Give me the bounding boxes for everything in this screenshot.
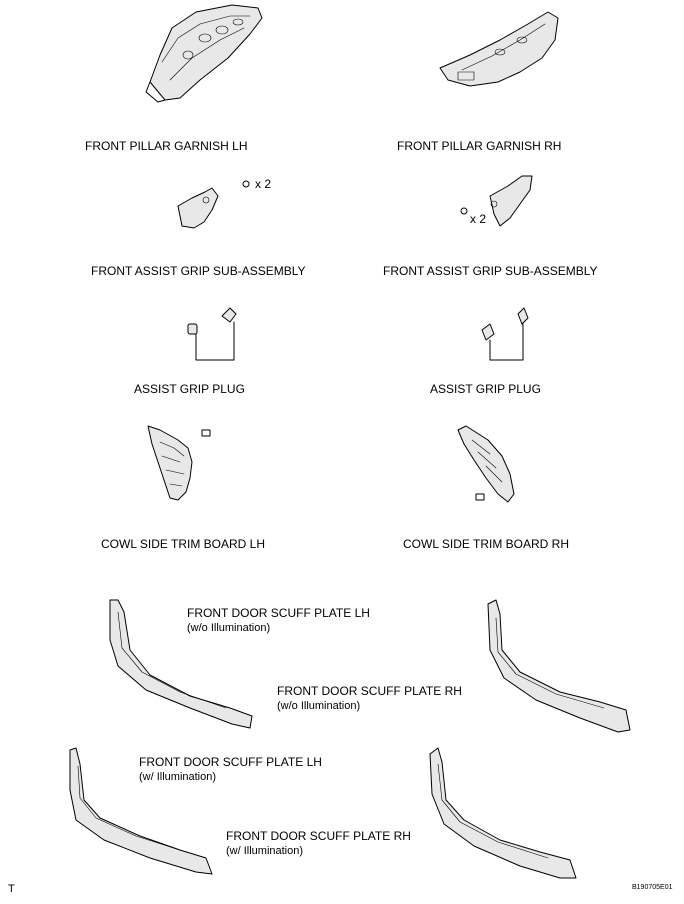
label-assist-grip-plug-lh: ASSIST GRIP PLUG	[134, 382, 245, 396]
figure-code: B190705E01	[632, 884, 673, 891]
label-front-pillar-garnish-rh: FRONT PILLAR GARNISH RH	[397, 139, 562, 153]
label-grip-qty-rh: x 2	[470, 212, 487, 226]
label-scuff-plate-lh-wo: FRONT DOOR SCUFF PLATE LH	[187, 606, 370, 620]
label-scuff-plate-lh-w: FRONT DOOR SCUFF PLATE LH	[139, 755, 322, 769]
label-cowl-side-trim-board-lh: COWL SIDE TRIM BOARD LH	[101, 537, 266, 551]
label-scuff-plate-rh-wo: FRONT DOOR SCUFF PLATE RH	[277, 684, 462, 698]
corner-mark: T	[8, 883, 15, 895]
label-scuff-plate-lh-w-note: (w/ Illumination)	[139, 771, 217, 783]
front-assist-grip-rh-drawing	[460, 175, 533, 227]
label-grip-qty-lh: x 2	[255, 177, 272, 191]
label-scuff-plate-rh-w-note: (w/ Illumination)	[226, 845, 304, 857]
front-pillar-garnish-lh-drawing	[145, 4, 263, 103]
label-cowl-side-trim-board-rh: COWL SIDE TRIM BOARD RH	[403, 537, 570, 551]
label-scuff-plate-rh-w: FRONT DOOR SCUFF PLATE RH	[226, 829, 411, 843]
front-pillar-garnish-rh-drawing	[439, 11, 559, 87]
cowl-side-trim-board-lh-drawing	[147, 425, 211, 501]
label-front-pillar-garnish-lh: FRONT PILLAR GARNISH LH	[85, 139, 248, 153]
cowl-side-trim-board-rh-drawing	[457, 425, 515, 503]
scuff-plate-rh-wo-drawing	[487, 599, 631, 733]
label-scuff-plate-rh-wo-note: (w/o Illumination)	[277, 700, 361, 712]
label-scuff-plate-lh-wo-note: (w/o Illumination)	[187, 622, 271, 634]
scuff-plate-lh-w-drawing	[69, 747, 213, 875]
assist-grip-plug-rh-drawing	[481, 307, 529, 361]
front-assist-grip-lh-drawing	[177, 180, 250, 229]
scuff-plate-rh-w-drawing	[429, 747, 577, 879]
assist-grip-plug-lh-drawing	[187, 307, 237, 361]
label-front-assist-grip-rh: FRONT ASSIST GRIP SUB-ASSEMBLY	[383, 264, 598, 278]
label-assist-grip-plug-rh: ASSIST GRIP PLUG	[430, 382, 541, 396]
label-front-assist-grip-lh: FRONT ASSIST GRIP SUB-ASSEMBLY	[91, 264, 306, 278]
scuff-plate-lh-wo-drawing	[109, 599, 253, 729]
